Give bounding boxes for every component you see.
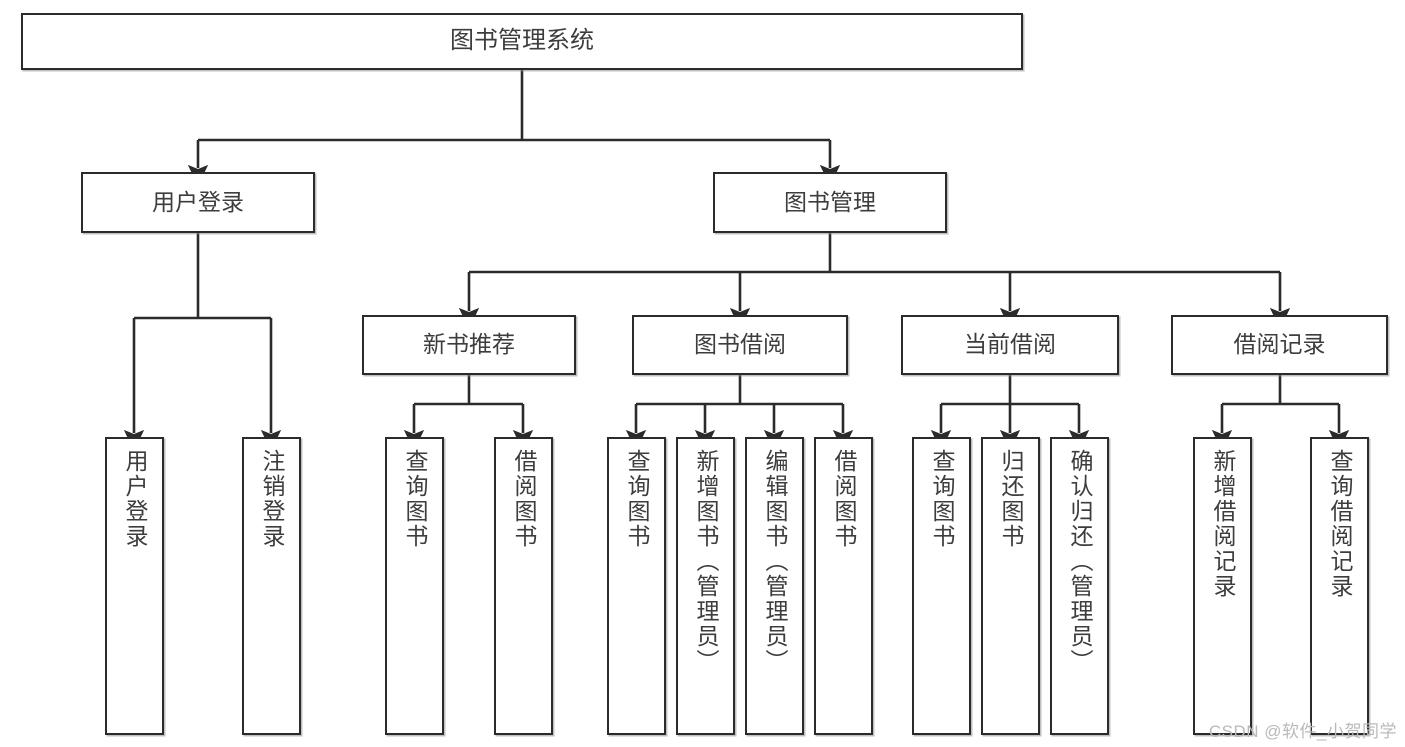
node-current-borrow[interactable]: 当前借阅 xyxy=(901,315,1119,375)
leaf-borrow-record-query-record[interactable]: 查询借阅记录 xyxy=(1310,437,1369,735)
leaf-new-book-borrow-book[interactable]: 借阅图书 xyxy=(494,437,553,735)
node-label: 查询借阅记录 xyxy=(1327,449,1353,599)
node-label: 用户登录 xyxy=(152,188,244,215)
node-label: 查询图书 xyxy=(402,449,428,549)
leaf-user-login-logout[interactable]: 注销登录 xyxy=(242,437,301,735)
node-user-login[interactable]: 用户登录 xyxy=(81,172,315,233)
leaf-current-borrow-return-book[interactable]: 归还图书 xyxy=(981,437,1040,735)
node-label: 当前借阅 xyxy=(964,331,1056,358)
node-new-book-recommend[interactable]: 新书推荐 xyxy=(362,315,576,375)
leaf-book-borrow-add-book-admin[interactable]: 新增图书（管理员） xyxy=(676,437,735,735)
leaf-book-borrow-edit-book-admin[interactable]: 编辑图书（管理员） xyxy=(745,437,804,735)
node-label: 确认归还（管理员） xyxy=(1067,449,1093,674)
node-label: 编辑图书（管理员） xyxy=(762,449,788,674)
leaf-user-login-login[interactable]: 用户登录 xyxy=(105,437,164,735)
leaf-book-borrow-query-book[interactable]: 查询图书 xyxy=(607,437,666,735)
node-label: 新书推荐 xyxy=(423,331,515,358)
node-label: 查询图书 xyxy=(929,449,955,549)
node-label: 图书借阅 xyxy=(694,331,786,358)
node-label: 图书管理 xyxy=(784,188,876,215)
node-label: 新增借阅记录 xyxy=(1210,449,1236,599)
node-label: 借阅记录 xyxy=(1233,331,1326,358)
node-book-management[interactable]: 图书管理 xyxy=(713,172,947,233)
node-label: 新增图书（管理员） xyxy=(693,449,719,674)
node-borrow-record[interactable]: 借阅记录 xyxy=(1171,315,1388,375)
node-label: 用户登录 xyxy=(122,449,148,549)
node-book-borrow[interactable]: 图书借阅 xyxy=(632,315,848,375)
node-label: 查询图书 xyxy=(624,449,650,549)
node-label: 图书管理系统 xyxy=(450,27,594,55)
leaf-borrow-record-add-record[interactable]: 新增借阅记录 xyxy=(1193,437,1252,735)
leaf-book-borrow-borrow-book[interactable]: 借阅图书 xyxy=(814,437,873,735)
node-label: 注销登录 xyxy=(259,449,285,549)
node-label: 归还图书 xyxy=(998,449,1024,549)
node-root-book-management-system[interactable]: 图书管理系统 xyxy=(21,13,1023,70)
leaf-new-book-query-book[interactable]: 查询图书 xyxy=(385,437,444,735)
leaf-current-borrow-query-book[interactable]: 查询图书 xyxy=(912,437,971,735)
node-label: 借阅图书 xyxy=(511,449,537,549)
leaf-current-borrow-confirm-return-admin[interactable]: 确认归还（管理员） xyxy=(1050,437,1109,735)
node-label: 借阅图书 xyxy=(831,449,857,549)
